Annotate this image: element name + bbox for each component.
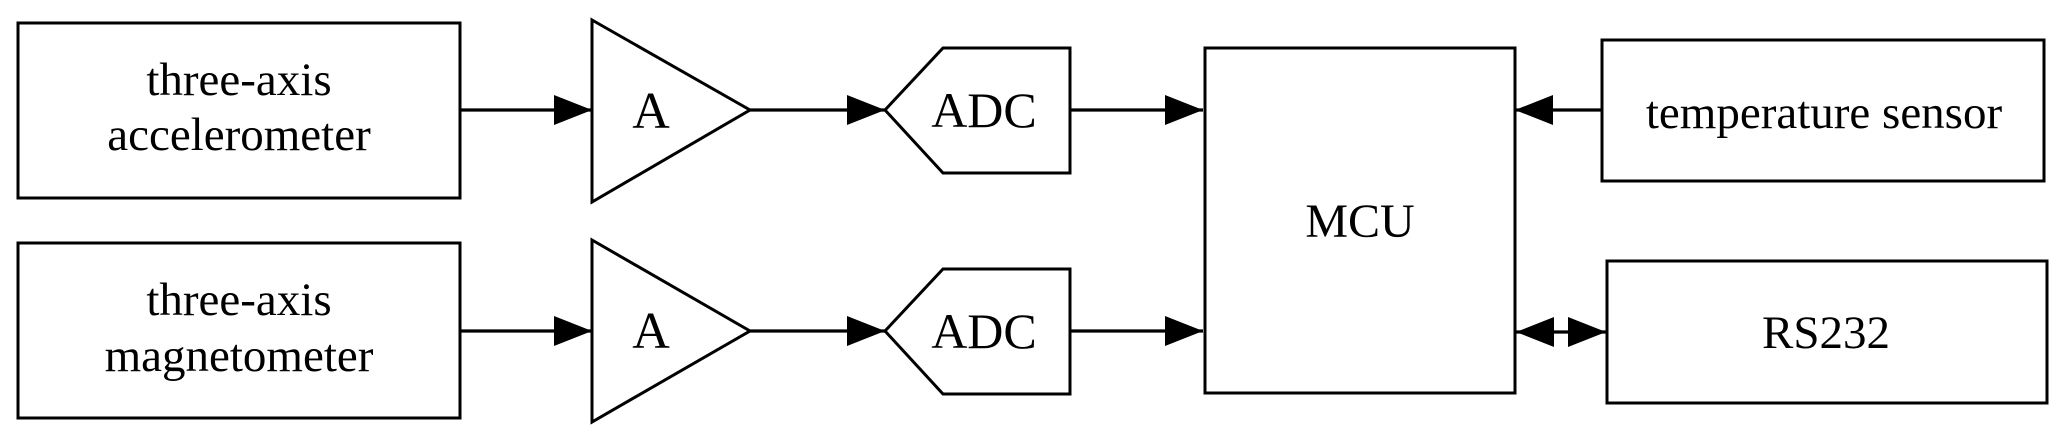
amplifier-top-triangle	[590, 17, 754, 205]
magnetometer-box	[16, 241, 462, 420]
temperature-sensor-label: temperature sensor	[1646, 87, 2003, 139]
rs232-box	[1605, 259, 2049, 405]
amplifier-bottom-label: A	[632, 303, 670, 360]
adc-top-label: ADC	[931, 82, 1037, 138]
block-adc-bottom: ADC	[882, 267, 1072, 396]
accelerometer-label-line1: three-axis	[146, 54, 331, 106]
block-mcu: MCU	[1203, 46, 1517, 395]
rs232-label: RS232	[1762, 307, 1890, 359]
amplifier-bottom-triangle	[590, 237, 754, 425]
adc-top-pentagon	[882, 46, 1072, 175]
connectors	[460, 95, 1606, 347]
adc-bottom-pentagon	[882, 267, 1072, 396]
block-temperature-sensor: temperature sensor	[1600, 38, 2046, 183]
block-amplifier-top: A	[590, 17, 754, 205]
adc-bottom-label: ADC	[931, 303, 1037, 359]
temperature-sensor-box	[1600, 38, 2046, 183]
magnetometer-label-line1: three-axis	[146, 274, 331, 326]
block-adc-top: ADC	[882, 46, 1072, 175]
mcu-label: MCU	[1305, 195, 1414, 248]
block-rs232: RS232	[1605, 259, 2049, 405]
block-amplifier-bottom: A	[590, 237, 754, 425]
block-magnetometer: three-axis magnetometer	[16, 241, 462, 420]
magnetometer-label-line2: magnetometer	[105, 330, 374, 382]
accelerometer-label-line2: accelerometer	[107, 109, 371, 161]
block-accelerometer: three-axis accelerometer	[16, 21, 462, 200]
mcu-box	[1203, 46, 1517, 395]
accelerometer-box	[16, 21, 462, 200]
amplifier-top-label: A	[632, 83, 670, 140]
